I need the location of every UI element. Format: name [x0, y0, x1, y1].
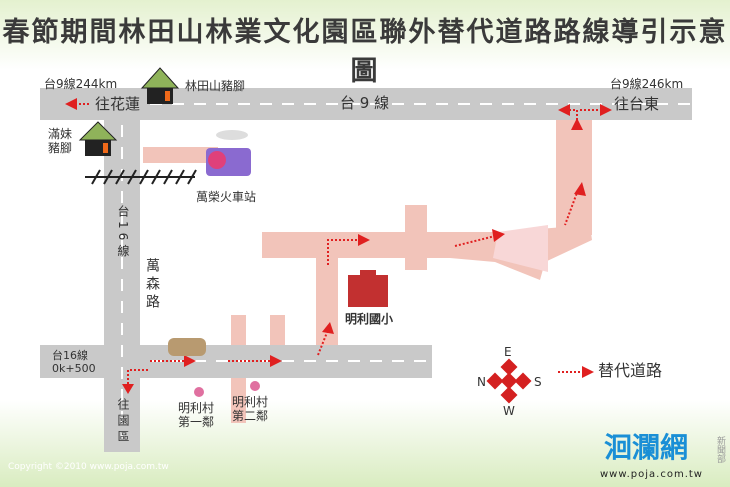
- house-icon: [78, 121, 118, 156]
- compass-n: N: [477, 375, 486, 389]
- to-taitung-label: 往台東: [614, 95, 660, 113]
- mingli-2-label: 明利村第二鄰: [232, 395, 269, 423]
- compass-s: S: [534, 375, 542, 389]
- compass-e: E: [504, 345, 512, 359]
- hwy16-label: 台16線: [116, 205, 130, 261]
- to-yuanqu-label: 往園區: [116, 398, 130, 446]
- school-icon: [348, 270, 388, 307]
- train-icon: [206, 130, 251, 176]
- hwy9-label: 台 9 線: [340, 94, 390, 112]
- site-logo: 洄瀾網: [604, 431, 689, 464]
- compass-icon: [486, 358, 532, 404]
- pink-road: [556, 120, 592, 235]
- village-marker: [194, 387, 204, 397]
- to-hualien-label: 往花蓮: [95, 95, 141, 113]
- mingli-1-label: 明利村第一鄰: [178, 401, 215, 429]
- lintian-pork-label: 林田山豬腳: [185, 79, 246, 93]
- wanrong-station-label: 萬榮火車站: [196, 190, 257, 204]
- pink-road: [405, 205, 427, 270]
- pink-road-light: [493, 225, 548, 272]
- site-url: www.poja.com.tw: [600, 469, 703, 480]
- copyright: Copyright ©2010 www.poja.com.tw: [8, 462, 169, 472]
- house-icon: [140, 67, 180, 104]
- wansen-road-label: 萬森路: [144, 258, 160, 312]
- page-title: 春節期間林田山林業文化園區聯外替代道路路線導引示意圖: [2, 17, 728, 87]
- km244-label: 台9線244km: [44, 77, 118, 91]
- hwy16-km-label: 台16線 0k+500: [52, 349, 96, 375]
- compass-w: W: [503, 404, 515, 418]
- village-marker: [250, 381, 260, 391]
- logo-side-label: 新聞部: [715, 436, 725, 463]
- pink-road: [231, 378, 246, 423]
- pink-road: [143, 147, 218, 163]
- mingli-school-label: 明利國小: [345, 312, 394, 326]
- pink-road: [231, 315, 246, 345]
- railway: [85, 169, 197, 185]
- manmei-pork-label: 滿妹豬腳: [48, 127, 73, 155]
- legend-alt-route: 替代道路: [598, 361, 663, 380]
- pink-road: [270, 315, 285, 345]
- km246-label: 台9線246km: [610, 77, 684, 91]
- pink-road: [316, 245, 338, 345]
- car-icon: [168, 338, 206, 356]
